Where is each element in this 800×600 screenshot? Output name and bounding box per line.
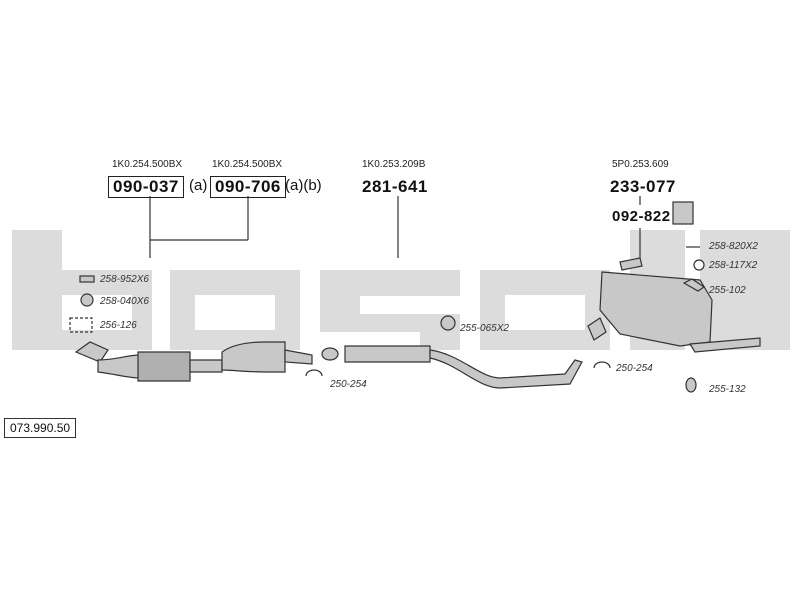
middle-silencer-illustration <box>321 345 583 389</box>
part-number-090-706[interactable]: 090-706 <box>210 176 286 198</box>
accessory-258-040[interactable]: 258-040X6 <box>100 296 149 307</box>
accessory-255-102[interactable]: 255-102 <box>709 285 746 296</box>
front-pipe-illustration <box>74 341 313 382</box>
clamp-250-254-front[interactable]: 250-254 <box>330 379 367 390</box>
oem-label-3: 1K0.253.209B <box>362 159 426 170</box>
diagram-reference-number: 073.990.50 <box>4 418 77 438</box>
part-number-090-037[interactable]: 090-037 <box>108 176 184 198</box>
accessory-256-126[interactable]: 256-126 <box>100 320 137 331</box>
part-suffix-1: (a) <box>189 177 208 194</box>
part-number-092-822[interactable]: 092-822 <box>612 208 671 225</box>
watermark-cutouts <box>62 295 585 330</box>
part-number-233-077[interactable]: 233-077 <box>610 177 676 196</box>
mount-255-132[interactable]: 255-132 <box>709 384 746 395</box>
clamp-250-254-rear[interactable]: 250-254 <box>616 363 653 374</box>
oem-label-2: 1K0.254.500BX <box>212 159 283 170</box>
oem-label-1: 1K0.254.500BX <box>112 159 183 170</box>
oem-label-4: 5P0.253.609 <box>612 159 669 170</box>
part-suffix-2: (a)(b) <box>285 177 322 194</box>
part-number-281-641[interactable]: 281-641 <box>362 177 428 196</box>
accessory-258-820[interactable]: 258-820X2 <box>709 241 758 252</box>
clamp-255-065[interactable]: 255-065X2 <box>460 323 509 334</box>
accessory-glyphs <box>69 201 706 393</box>
accessory-258-117[interactable]: 258-117X2 <box>709 260 758 271</box>
leader-lines <box>149 196 641 258</box>
rear-silencer-illustration <box>587 257 761 353</box>
accessory-258-952[interactable]: 258-952X6 <box>100 274 149 285</box>
